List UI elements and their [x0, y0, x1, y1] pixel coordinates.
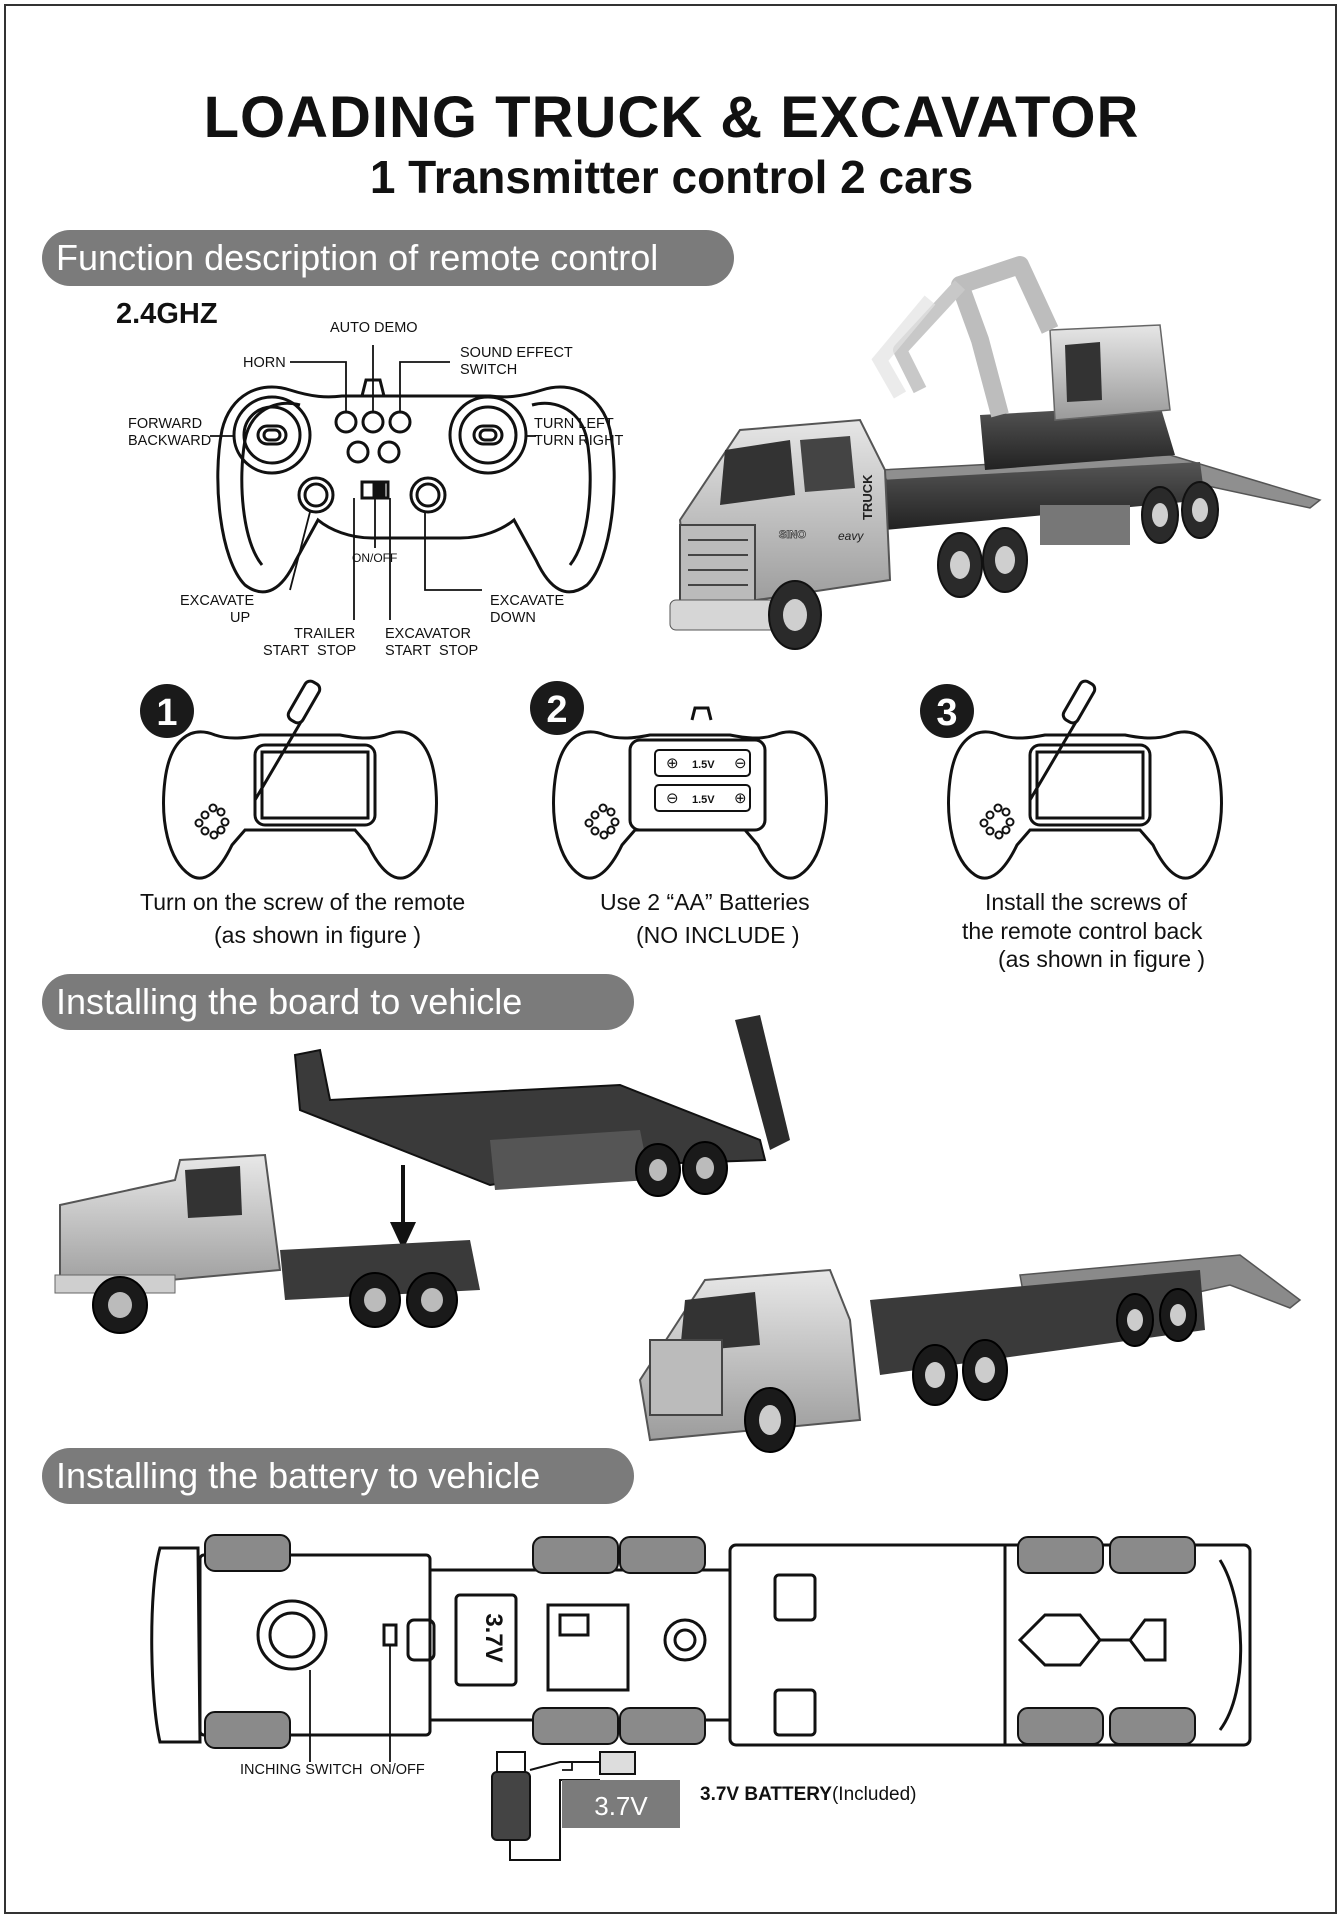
- label-trailer-1: TRAILER: [294, 626, 356, 642]
- label-inching-switch: INCHING SWITCH: [240, 1762, 363, 1778]
- label-excavator-2: START STOP: [385, 643, 479, 659]
- battery-text-rest: (Included): [831, 1784, 917, 1805]
- battery-text-bold: 3.7V BATTERY: [700, 1784, 832, 1805]
- label-auto-demo: AUTO DEMO: [330, 320, 418, 336]
- label-excavate-down-2: DOWN: [490, 610, 536, 626]
- label-horn: HORN: [243, 355, 286, 371]
- label-backward: BACKWARD: [128, 433, 212, 449]
- section-header-battery: Installing the battery to vehicle: [42, 1448, 634, 1504]
- step-3-line-3: (as shown in figure ): [998, 946, 1206, 972]
- page-border: [4, 4, 1337, 1914]
- section-header-remote: Function description of remote control: [42, 230, 734, 286]
- page-subtitle: 1 Transmitter control 2 cars: [369, 151, 974, 203]
- battery-included-text: 3.7V BATTERY(Included): [700, 1784, 916, 1806]
- label-excavate-up-1: EXCAVATE: [180, 593, 255, 609]
- section-header-board: Installing the board to vehicle: [42, 974, 634, 1030]
- step-2-line-1: Use 2 “AA” Batteries: [600, 889, 810, 915]
- step-3-line-1: Install the screws of: [985, 889, 1187, 915]
- label-excavator-1: EXCAVATOR: [385, 626, 471, 642]
- step-3-line-2: the remote control back: [962, 918, 1203, 944]
- label-turn-left: TURN LEFT: [534, 416, 614, 432]
- label-trailer-2: START STOP: [263, 643, 357, 659]
- label-on-off: ON/OFF: [352, 551, 398, 565]
- label-excavate-down-1: EXCAVATE: [490, 593, 565, 609]
- label-sound-effect: SOUND EFFECT: [460, 345, 573, 361]
- step-2-line-2: (NO INCLUDE ): [636, 922, 800, 948]
- label-excavate-up-2: UP: [230, 610, 251, 626]
- frequency-label: 2.4GHZ: [116, 298, 218, 330]
- label-switch: SWITCH: [460, 362, 518, 378]
- page-title: LOADING TRUCK & EXCAVATOR: [203, 85, 1140, 150]
- step-1-line-2: (as shown in figure ): [214, 922, 422, 948]
- label-forward: FORWARD: [128, 416, 203, 432]
- step-1-line-1: Turn on the screw of the remote: [140, 889, 466, 915]
- label-turn-right: TURN RIGHT: [534, 433, 624, 449]
- label-chassis-on-off: ON/OFF: [370, 1762, 425, 1778]
